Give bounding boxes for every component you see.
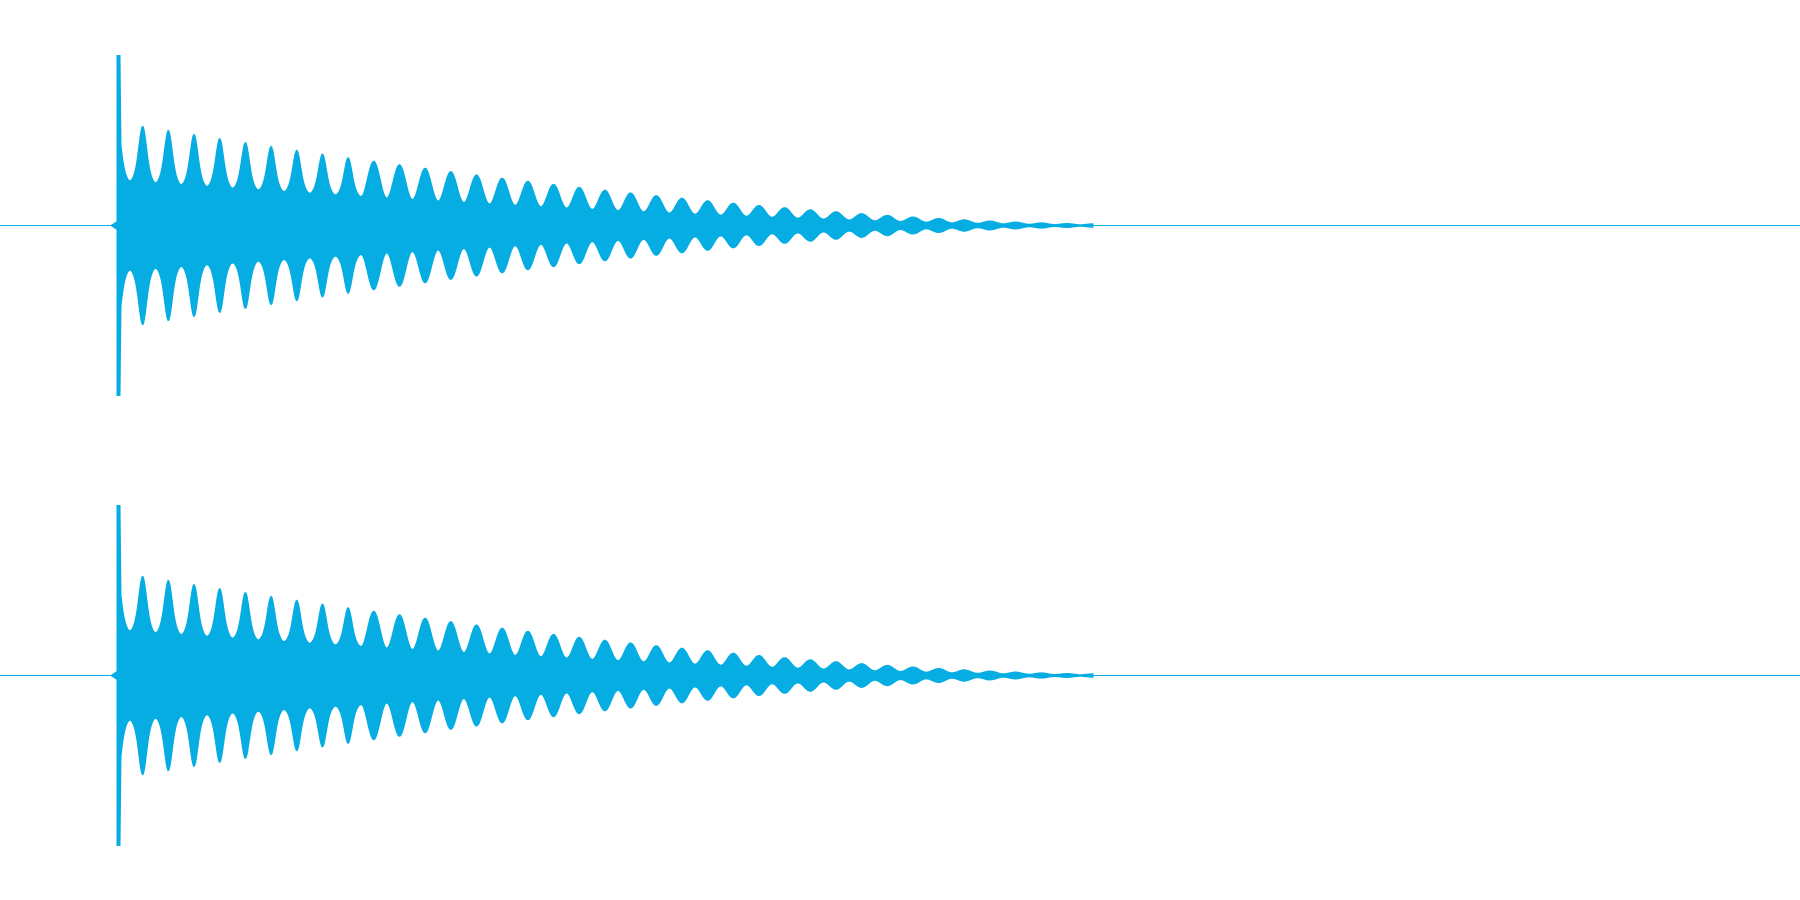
channel-right-waveform bbox=[0, 505, 1800, 846]
channel-right[interactable] bbox=[0, 450, 1800, 900]
channel-left-signal bbox=[110, 55, 1094, 396]
channel-left[interactable] bbox=[0, 0, 1800, 450]
channel-left-waveform bbox=[0, 55, 1800, 396]
channel-right-signal bbox=[110, 505, 1094, 846]
